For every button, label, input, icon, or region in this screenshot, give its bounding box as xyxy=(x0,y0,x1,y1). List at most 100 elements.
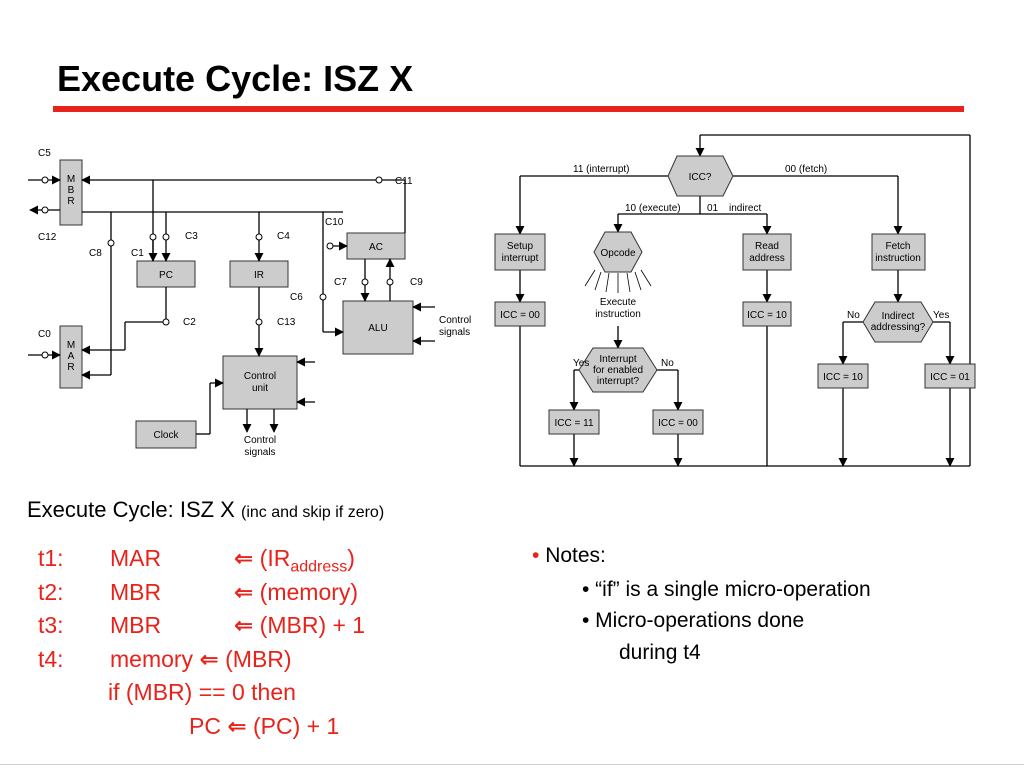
left-arrow-icon: ⇐ xyxy=(199,646,219,673)
slide-title: Execute Cycle: ISZ X xyxy=(57,58,414,99)
notes-bullet: • xyxy=(532,544,540,567)
indirect-branch-label: indirect xyxy=(729,203,761,214)
c1-label: C1 xyxy=(131,248,144,259)
step-register: memory xyxy=(110,645,194,672)
left-arrow-icon: ⇐ xyxy=(234,613,254,639)
ac-register xyxy=(346,232,406,260)
ir-register xyxy=(229,260,289,288)
subheading-text: Execute Cycle: ISZ X xyxy=(27,497,235,522)
ac-label: AC xyxy=(369,242,383,253)
step-skip: PC ⇐ (PC) + 1 xyxy=(38,710,365,744)
step-source-subscript: address xyxy=(290,558,348,576)
step-register: MBR xyxy=(110,578,162,605)
fetch-instruction-box xyxy=(871,233,926,271)
clock-block xyxy=(135,420,197,449)
read-address-box xyxy=(742,233,792,271)
micro-operation-steps: t1:MAR⇐ (IRaddress) t2: MBR ⇐ (memory) t3:… xyxy=(38,542,365,743)
left-arrow-icon: ⇐ xyxy=(234,579,254,606)
c5-label: C5 xyxy=(38,148,51,159)
indirect-code-label: 01 xyxy=(707,203,719,214)
step-t1: t1:MAR⇐ (IRaddress) xyxy=(38,542,365,576)
step-t4: t4: memory ⇐ (MBR) xyxy=(38,643,365,677)
c4-label: C4 xyxy=(277,231,290,242)
c2-label: C2 xyxy=(183,317,196,328)
icc11-box xyxy=(548,409,600,435)
footer-divider xyxy=(0,764,1024,765)
opcode-label: Opcode xyxy=(600,248,635,259)
step-register: PC xyxy=(189,712,221,739)
icc00-left-box xyxy=(494,301,546,327)
indirect-yes-label: Yes xyxy=(933,310,949,321)
c11-label: C11 xyxy=(395,176,413,187)
pc-label: PC xyxy=(159,270,173,281)
note-item-1: • “if” is a single micro-operation xyxy=(582,578,871,601)
icc00-int-box xyxy=(652,409,704,435)
title-underline xyxy=(53,106,964,112)
execute-cycle-subheading: Execute Cycle: ISZ X (inc and skip if ze… xyxy=(27,497,384,523)
icc10-indirect-label: ICC = 10 xyxy=(823,372,863,383)
control-unit-block xyxy=(222,355,298,410)
alu-label: ALU xyxy=(368,323,387,334)
step-condition: if (MBR) == 0 then xyxy=(38,676,365,710)
notes-heading: • Notes: xyxy=(532,544,606,568)
step-t3: t3: MBR ⇐ (MBR) + 1 xyxy=(38,609,365,643)
step-source: (PC) + 1 xyxy=(253,712,340,739)
execute-branch-label: 10 (execute) xyxy=(625,203,681,214)
notes-heading-text: Notes: xyxy=(545,544,606,567)
interrupt-yes-label: Yes xyxy=(573,358,589,369)
opcode-burst xyxy=(584,269,652,293)
icc-decision xyxy=(667,155,734,197)
opcode-shape xyxy=(593,231,643,273)
c8-label: C8 xyxy=(89,248,102,259)
subheading-note: (inc and skip if zero) xyxy=(240,504,385,521)
interrupt-branch-label: 11 (interrupt) xyxy=(573,164,630,175)
setup-interrupt-box xyxy=(494,233,546,271)
c3-label: C3 xyxy=(185,231,198,242)
note-item-2-cont: during t4 xyxy=(619,641,701,664)
step-label: t3: xyxy=(38,612,64,638)
step-label: t1: xyxy=(38,545,64,571)
step-source: (MBR) + 1 xyxy=(259,612,366,638)
left-arrow-icon: ⇐ xyxy=(227,713,247,740)
c9-label: C9 xyxy=(410,277,423,288)
icc01-box xyxy=(924,363,976,389)
step-register: MBR xyxy=(110,612,162,638)
icc00-left-label: ICC = 00 xyxy=(500,310,540,321)
step-source: (IRaddress) xyxy=(259,545,355,576)
indirect-no-label: No xyxy=(847,310,860,321)
step-label: t2: xyxy=(38,578,64,605)
step-label: t4: xyxy=(38,645,64,672)
step-source: (memory) xyxy=(259,578,359,605)
condition-text: if (MBR) == 0 then xyxy=(108,679,296,705)
c6-label: C6 xyxy=(290,292,303,303)
note-item-2: • Micro-operations done xyxy=(582,609,805,632)
c10-label: C10 xyxy=(325,217,344,228)
clock-label: Clock xyxy=(153,430,179,441)
c12-label: C12 xyxy=(38,232,57,243)
alu-block xyxy=(342,300,414,355)
icc11-label: ICC = 11 xyxy=(555,418,594,429)
step-source: (MBR) xyxy=(225,645,292,672)
c7-label: C7 xyxy=(334,277,347,288)
left-arrow-icon: ⇐ xyxy=(234,546,254,572)
fetch-branch-label: 00 (fetch) xyxy=(785,164,827,175)
interrupt-decision xyxy=(578,347,658,393)
icc00-int-label: ICC = 00 xyxy=(658,418,698,429)
icc10-read-box xyxy=(742,301,792,327)
ir-label: IR xyxy=(254,270,264,281)
interrupt-no-label: No xyxy=(661,358,674,369)
icc-label: ICC? xyxy=(689,172,712,183)
